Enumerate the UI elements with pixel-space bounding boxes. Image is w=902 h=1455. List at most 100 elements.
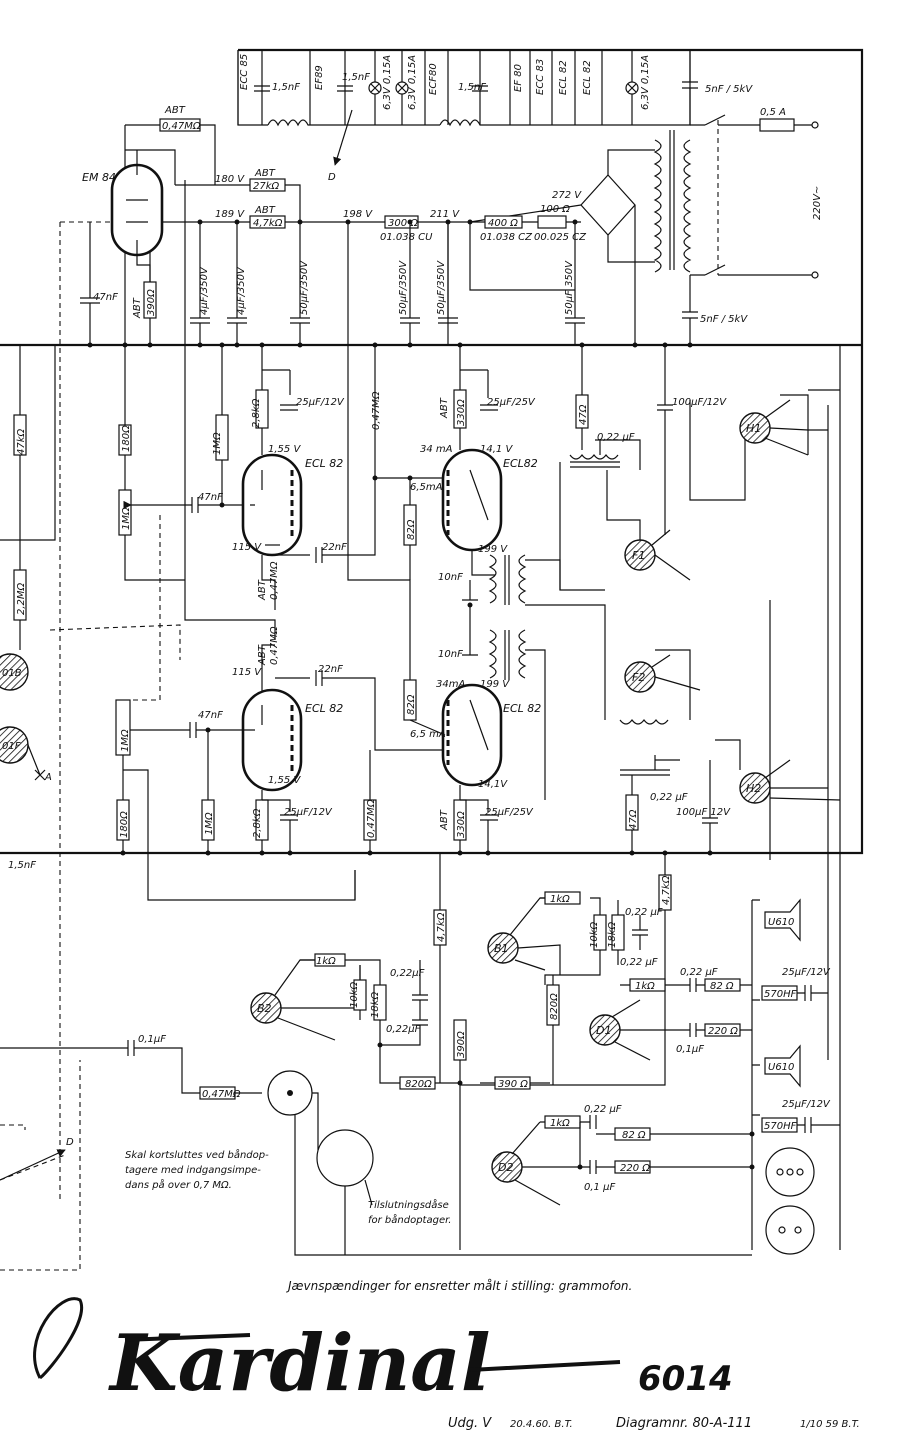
d-marker-bottom: D [66,1137,74,1148]
tweeter-2: 570HF 25µF/12V [761,1099,840,1133]
switch-d2-label: D2 [498,1161,513,1174]
power-labels: 220V~ 0,5 A 5nF / 5kV 5nF / 5kV 272 V [552,84,823,325]
r-330-a: 330Ω [456,399,467,426]
fuse-rating: 0,5 A [760,107,786,118]
r-1k-d: 1kΩ [550,1118,570,1129]
r-820-a: 820Ω [405,1079,432,1090]
c-01uf-b: 0,1µF [138,1034,166,1045]
r-100-code: 00.025 CZ [534,232,587,243]
voltage-note: Jævnspændinger for ensretter målt i stil… [286,1279,632,1293]
tape-note-line-3: dans på over 0,7 MΩ. [125,1178,232,1191]
r-82-a: 82Ω [406,519,417,540]
socket-note-line-1: Tilslutningsdåse [368,1198,449,1211]
voltage-1v55-a: 1,55 V [268,444,301,455]
power-supply [469,50,819,345]
c-25uf-spk-2: 25µF/12V [782,1099,831,1110]
ecl82-b-label: ECL82 [503,457,538,470]
r-82-c: 82 Ω [710,981,734,992]
c-4uf-a: 4µF/350V [199,266,210,315]
r-2m2-left: 2,2MΩ [16,582,27,615]
amplifier-wiring [0,180,841,1250]
footer-diagram-number: Diagramnr. 80-A-111 [616,1416,752,1431]
r-1k-c: 1kΩ [635,981,655,992]
socket-note-line-2: for båndoptager. [368,1213,451,1226]
current-6ma5-a: 6,5mA [410,482,443,493]
left-sockets: 01B 01F [0,653,46,781]
bbt-b: ABT [439,809,450,831]
switch-f1-label: F1 [632,549,645,562]
c-10nf-b: 10nF [438,649,463,660]
r-047m-mid-2: 0,47MΩ [269,626,280,665]
r-300: 300 Ω [388,218,418,229]
ecl82-a-label: ECL 82 [305,457,343,470]
heater-chain [237,50,691,166]
heater-labels: ECC 85 EF89 ECF80 EF 80 ECC 83 ECL 82 EC… [239,54,651,183]
voltage-115-b: 115 V [232,667,262,678]
filter-chain [59,118,585,1200]
current-34ma-a: 34 mA [420,444,453,455]
c-25uf-12-a: 25µF/12V [296,397,345,408]
heater-cap-1: 1,5nF [272,82,300,93]
r-4k7-b: 4,7kΩ [436,912,447,942]
r-2k8-a: 2,8kΩ [251,398,262,428]
socket-01b-label: 01B [2,668,22,679]
abt-2: ABT [254,205,276,216]
r-1m-a: 1MΩ [212,432,223,455]
r-220-b: 220 Ω [620,1163,650,1174]
abt-em84: ABT [132,297,143,319]
heater-label-ecf80: ECF80 [428,63,439,95]
voltage-199-b: 199 V [480,679,510,690]
voltage-1v55-b: 1,55 V [268,775,301,786]
c-022uf-h: 0,22 µF [584,1104,622,1115]
c-01uf-a: 0,1µF [676,1044,704,1055]
r-82-b: 82Ω [406,694,417,715]
switch-b1: B1 [487,897,580,975]
r-390-b: 390 Ω [498,1079,528,1090]
r-47k-left: 47kΩ [16,428,27,455]
voltage-211: 211 V [430,209,460,220]
c-47nf-em84: 47nF [93,292,118,303]
speaker-2-label: U610 [768,1062,794,1073]
r-400: 400 Ω [488,218,518,229]
c-100uf-12-b: 100µF 12V [676,807,731,818]
tape-note-line-2: tagere med indgangsimpe- [125,1165,261,1176]
c-022uf-b: 0,22 µF [650,792,688,803]
c-022uf-f: 0,22µF [386,1024,421,1035]
c-22nf-a: 22nF [322,542,347,553]
switch-h1: H1 [739,394,809,456]
r-1k-a: 1kΩ [550,894,570,905]
c-25uf-25-a: 25µF/25V [487,397,536,408]
switch-f1: F1 [624,529,691,581]
r-18k-a: 18kΩ [607,921,618,948]
current-6ma5-b: 6,5 mA [410,729,446,740]
r-180-a: 180Ω [121,425,132,452]
r-100: 100 Ω [540,204,570,215]
r-4k7-a: 4,7kΩ [661,875,672,905]
switch-f2-label: F2 [632,671,645,684]
switch-h2: H2 [715,739,841,804]
c-22nf-b: 22nF [318,664,343,675]
voltage-198: 198 V [343,209,373,220]
heater-label-ef80: EF 80 [513,64,524,92]
marker-a: A [44,772,52,783]
junction-dots [87,219,755,1170]
r-1m-pot-b: 1MΩ [120,729,131,752]
r-047m-top: 0,47MΩ [162,121,201,132]
switch-f2: F2 [624,649,701,720]
c-47nf-b: 47nF [198,710,223,721]
voltage-14v1-a: 14,1 V [480,444,513,455]
chassis-frame [0,48,864,855]
mains-voltage: 220V~ [812,186,823,220]
socket-01f-label: 01F [2,741,21,752]
em84-tube: EM 84 [82,149,176,282]
cap-5nf-top: 5nF / 5kV [705,84,753,95]
tweeter-2-label: 570HF [764,1121,797,1132]
r-10k-a: 10kΩ [589,921,600,948]
lower-labels: 1kΩ 10kΩ 18kΩ 0,22 µF 0,22 µF 4,7kΩ 820Ω… [66,875,738,1226]
speaker-1: U610 [764,898,801,942]
c-022uf-d: 0,22 µF [620,957,658,968]
filter-labels: 180 V ABT 27kΩ 189 V ABT 4,7kΩ 198 V 211… [93,105,587,319]
d-marker-top: D [328,172,336,183]
voltage-115-a: 115 V [232,542,262,553]
